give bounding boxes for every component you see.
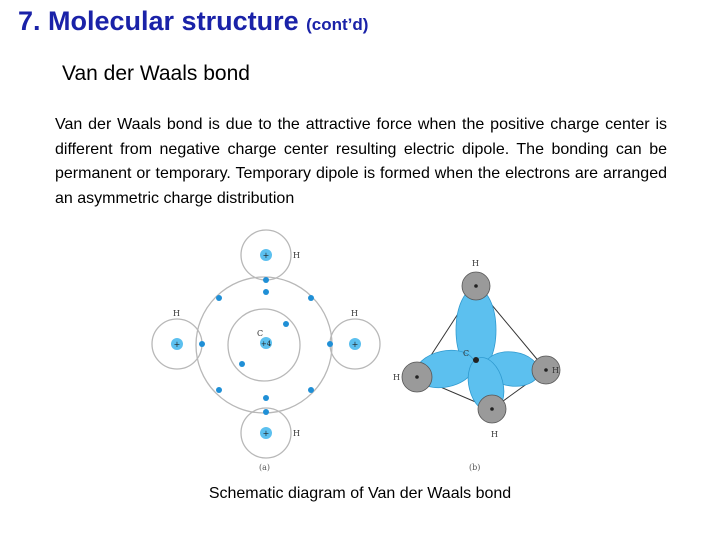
- electron: [199, 341, 205, 347]
- electron: [263, 395, 269, 401]
- hb-label-bottom: H: [491, 430, 498, 439]
- page-title: 7. Molecular structure (cont’d): [18, 6, 368, 37]
- nucleus-h-left-charge: +: [174, 340, 181, 349]
- figure-caption: Schematic diagram of Van der Waals bond: [208, 485, 512, 502]
- diagram-b: C H H H H (b): [393, 259, 561, 472]
- title-main: 7. Molecular structure: [18, 6, 299, 36]
- h-label-top: H: [293, 251, 300, 260]
- title-suffix: (cont’d): [306, 15, 369, 34]
- nucleus-c-label: C: [257, 329, 263, 338]
- nucleus-h-right-charge: +: [352, 340, 359, 349]
- electron: [263, 409, 269, 415]
- h-label-bottom: H: [293, 429, 300, 438]
- hb-label-left: H: [393, 373, 400, 382]
- hb-label-right: H: [552, 366, 559, 375]
- section-subtitle: Van der Waals bond: [62, 62, 250, 85]
- carbon-dot: [473, 357, 479, 363]
- electron: [263, 289, 269, 295]
- inner-shell: [227, 308, 301, 382]
- body-paragraph: Van der Waals bond is due to the attract…: [55, 116, 667, 207]
- h-label-right: H: [351, 309, 358, 318]
- orbital-lobes: [415, 287, 540, 413]
- electron: [239, 361, 245, 367]
- label-b: (b): [469, 463, 480, 472]
- electron: [263, 277, 269, 283]
- electron: [308, 295, 314, 301]
- diagram-a: +4 C + H + H + H + H (a): [151, 229, 381, 472]
- carbon-label: C: [463, 349, 469, 358]
- nucleus-h-left: [171, 338, 183, 350]
- nucleus-h-bottom-charge: +: [263, 429, 270, 438]
- electron: [216, 295, 222, 301]
- h-shell-bottom: [240, 407, 292, 459]
- bond-diagram: +4 C + H + H + H + H (a): [151, 229, 561, 472]
- nucleus-h-top: [260, 249, 272, 261]
- electron: [216, 387, 222, 393]
- nucleus-h-bottom: [260, 427, 272, 439]
- nucleus-h-right: [349, 338, 361, 350]
- hb-label-top: H: [472, 259, 479, 268]
- h-nuclei: [415, 284, 548, 411]
- nucleus-c-charge: +4: [261, 340, 272, 348]
- electrons: [199, 277, 333, 415]
- electron: [308, 387, 314, 393]
- h-label-left: H: [173, 309, 180, 318]
- nucleus-c: [260, 337, 272, 349]
- nucleus-h-top-charge: +: [263, 251, 270, 260]
- electron: [283, 321, 289, 327]
- electron: [327, 341, 333, 347]
- label-a: (a): [259, 463, 270, 472]
